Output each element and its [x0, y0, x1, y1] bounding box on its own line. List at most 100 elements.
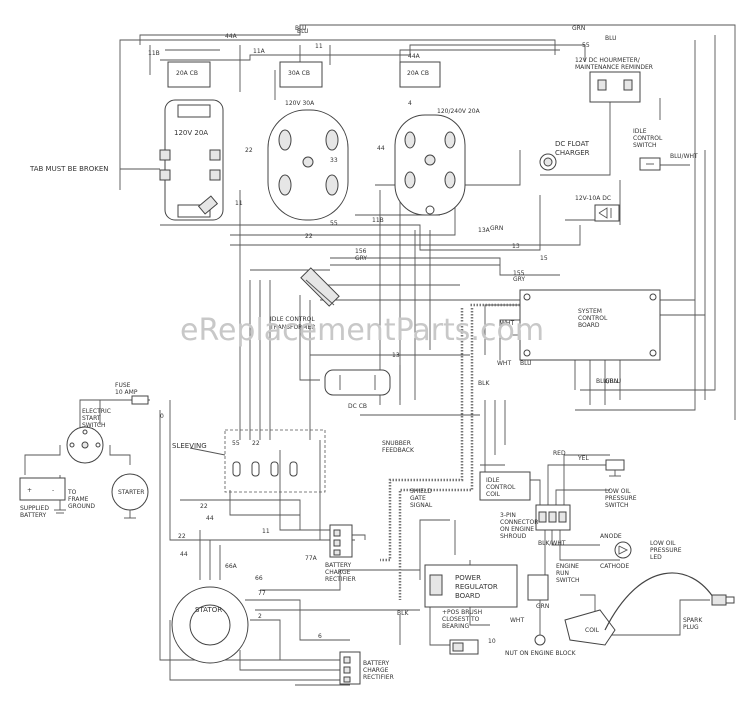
stator: STATOR — [171, 586, 249, 664]
system-board-line3: BOARD — [578, 322, 600, 329]
wire-label: 44 — [377, 145, 385, 152]
three-pin-line3: ON ENGINE — [500, 526, 534, 533]
brush-assembly: +POS BRUSH CLOSEST TO BEARING — [442, 609, 482, 655]
wire-label: 15 — [540, 255, 548, 262]
shield-line1: SHIELD — [410, 488, 432, 495]
brush-line2: CLOSEST TO — [442, 616, 480, 623]
battery-minus: - — [52, 487, 54, 494]
hourmeter: 12V DC HOURMETER/ MAINTENANCE REMINDER — [575, 57, 653, 103]
spark-plug-line2: PLUG — [683, 624, 699, 631]
wire-label: 66 — [255, 575, 263, 582]
wire-label: 11 — [235, 200, 243, 207]
wire-label: 13 — [392, 352, 400, 359]
wire-label: 0 — [160, 413, 164, 420]
wire-label: GRN — [536, 603, 549, 610]
wire-label: 11 — [315, 43, 323, 50]
anode-label: ANODE — [600, 533, 622, 540]
battery-line2: BATTERY — [20, 512, 47, 519]
wire-label: BLU — [605, 35, 617, 42]
wire-label: 22 — [245, 147, 253, 154]
starter-label: STARTER — [118, 489, 144, 496]
wire-label: WHT — [497, 360, 511, 367]
breaker-30a-label: 30A CB — [288, 70, 310, 77]
dc-float-charger: DC FLOAT CHARGER — [539, 140, 590, 171]
start-switch: ELECTRIC START SWITCH — [66, 408, 111, 464]
idle-switch-line1: IDLE — [633, 128, 647, 135]
idle-switch-line2: CONTROL — [633, 135, 663, 142]
sleeving-label: SLEEVING — [172, 442, 207, 450]
wire-label: BLK — [397, 610, 409, 617]
idle-transformer-line1: IDLE CONTROL — [270, 316, 315, 323]
frame-ground-line3: GROUND — [68, 503, 95, 510]
diode-bridge-label: 12V-10A DC — [575, 195, 611, 202]
rectifier-bottom-line2: CHARGE — [363, 667, 389, 674]
wire-label: 44 — [180, 551, 188, 558]
wire-label: YEL — [577, 455, 589, 462]
outlet-120-240v: 120/240V 20A — [394, 108, 481, 216]
wire-label: 156 — [355, 248, 367, 255]
stator-label: STATOR — [195, 606, 222, 614]
frame-ground: TO FRAME GROUND — [54, 489, 95, 514]
low-oil-led-line3: LED — [650, 554, 662, 561]
system-control-board: SYSTEM CONTROL BOARD — [519, 289, 661, 361]
outlet-120v-20a: 120V 20A — [159, 99, 224, 221]
idle-transformer-line2: TRANSFORMER — [269, 324, 315, 331]
three-pin-line1: 3-PIN — [500, 512, 516, 519]
wire-label: BLU — [520, 360, 532, 367]
wire-label: GRY — [355, 255, 367, 262]
wire-label: BLU — [297, 28, 309, 35]
fuse-line1: FUSE — [115, 382, 131, 389]
wire-label: 44A — [408, 53, 421, 60]
low-oil-led-line2: PRESSURE — [650, 547, 682, 554]
tab-note-text: TAB MUST BE BROKEN — [29, 165, 109, 173]
idle-switch-line3: SWITCH — [633, 142, 657, 149]
wire-label: 13 — [512, 243, 520, 250]
wire-label: 22 — [252, 440, 260, 447]
cathode-label: CATHODE — [600, 563, 629, 570]
three-pin-connector: 3-PIN CONNECTOR ON ENGINE SHROUD — [500, 504, 571, 540]
dc-float-charger-line2: CHARGER — [555, 149, 590, 157]
frame-ground-line1: TO — [67, 489, 77, 496]
rectifier-bottom: BATTERY CHARGE RECTIFIER — [339, 651, 394, 685]
wire-label: 77A — [305, 555, 318, 562]
power-board-line2: REGULATOR — [455, 583, 498, 591]
shield-trace — [380, 308, 464, 562]
start-switch-line3: SWITCH — [82, 422, 106, 429]
dc-breaker-label: DC CB — [348, 403, 367, 410]
outlet-120v-20a-label: 120V 20A — [174, 129, 208, 137]
wire-label: 55 — [330, 220, 338, 227]
three-pin-line4: SHROUD — [500, 533, 527, 540]
hourmeter-line2: MAINTENANCE REMINDER — [575, 64, 653, 71]
wire-label: GRN — [605, 378, 618, 385]
battery-plus: + — [27, 487, 32, 494]
fuse-line2: 10 AMP — [115, 389, 138, 396]
wire-label: BLK/WHT — [538, 540, 566, 547]
wire-label: 22 — [200, 503, 208, 510]
wire-label: 11 — [262, 528, 270, 535]
breaker-20a-right: 20A CB — [399, 61, 441, 88]
rectifier-top-line2: CHARGE — [325, 569, 351, 576]
rectifier-top-line1: BATTERY — [325, 562, 352, 569]
ignition-coil: COIL — [564, 609, 616, 646]
spark-plug-line1: SPARK — [683, 617, 703, 624]
wire-label: 22 — [305, 233, 313, 240]
breaker-20a-right-label: 20A CB — [407, 70, 429, 77]
wire-label: 55 — [582, 42, 590, 49]
power-board-line3: BOARD — [455, 592, 480, 600]
wire-label: RED — [553, 450, 566, 457]
wire-label: WHT — [500, 320, 514, 327]
shield-line3: SIGNAL — [410, 502, 433, 509]
wire-label: 4 — [408, 100, 412, 107]
engine-run-line1: ENGINE — [556, 563, 579, 570]
frame-ground-line2: FRAME — [68, 496, 89, 503]
low-oil-switch-line2: PRESSURE — [605, 495, 637, 502]
outlet-120v-30a-label: 120V 30A — [285, 100, 315, 107]
shield-line2: GATE — [410, 495, 426, 502]
hourmeter-line1: 12V DC HOURMETER/ — [575, 57, 641, 64]
wire-label: 11B — [148, 50, 160, 57]
low-oil-switch-line3: SWITCH — [605, 502, 629, 509]
rectifier-top-line3: RECTIFIER — [325, 576, 356, 583]
wire-label: 11B — [372, 217, 384, 224]
starter-motor: STARTER — [111, 473, 149, 519]
